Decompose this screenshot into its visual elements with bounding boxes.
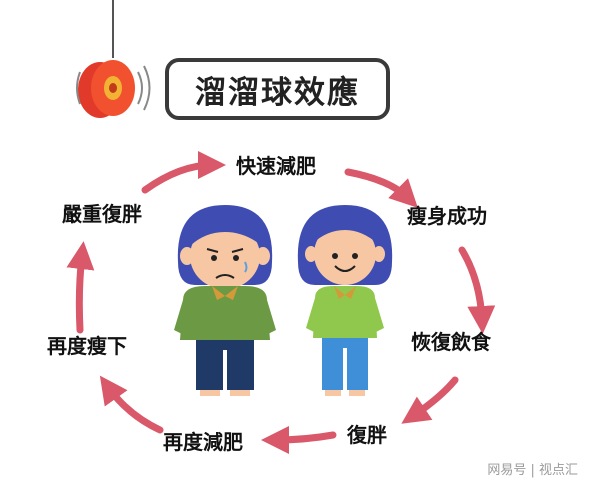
arrow-rebound-to-diet xyxy=(261,425,337,454)
node-diet-again: 再度減肥 xyxy=(163,430,243,454)
arrow-eating-to-rebound xyxy=(401,376,459,424)
watermark: 网易号 | 视点汇 xyxy=(487,463,578,478)
node-rebound: 復胖 xyxy=(347,423,387,447)
character-sad xyxy=(174,205,276,396)
diagram-title: 溜溜球效應 xyxy=(195,74,360,111)
character-happy xyxy=(297,205,393,396)
arrow-fast-to-success xyxy=(344,168,418,208)
arrow-diet-to-slim xyxy=(99,375,164,434)
node-severe-rebound: 嚴重復胖 xyxy=(62,202,142,226)
title-box: 溜溜球效應 xyxy=(165,58,390,120)
node-fast-weight-loss: 快速減肥 xyxy=(236,154,316,178)
node-slim-again: 再度瘦下 xyxy=(47,334,127,358)
arrow-success-to-eating xyxy=(458,246,496,334)
yoyo-icon xyxy=(76,0,151,118)
node-resume-eating: 恢復飲食 xyxy=(411,330,491,354)
node-slim-success: 瘦身成功 xyxy=(407,204,487,228)
arrow-slim-to-severe xyxy=(66,241,95,334)
arrow-severe-to-fast xyxy=(141,151,226,194)
cycle-arrows xyxy=(66,151,496,454)
